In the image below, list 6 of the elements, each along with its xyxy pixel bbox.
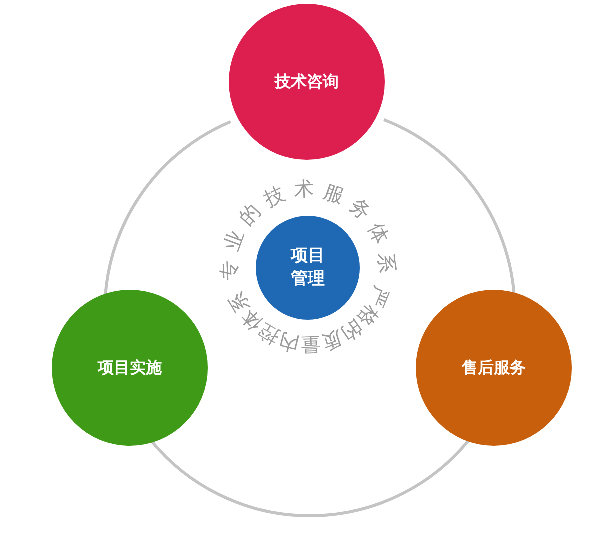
circle-node: 项目实施 xyxy=(52,290,208,446)
ring-arc xyxy=(383,118,516,294)
circle-node: 售后服务 xyxy=(416,290,572,446)
circle-node: 技术咨询 xyxy=(229,4,385,160)
ring-arc xyxy=(150,439,470,518)
ring-arc xyxy=(104,120,232,296)
